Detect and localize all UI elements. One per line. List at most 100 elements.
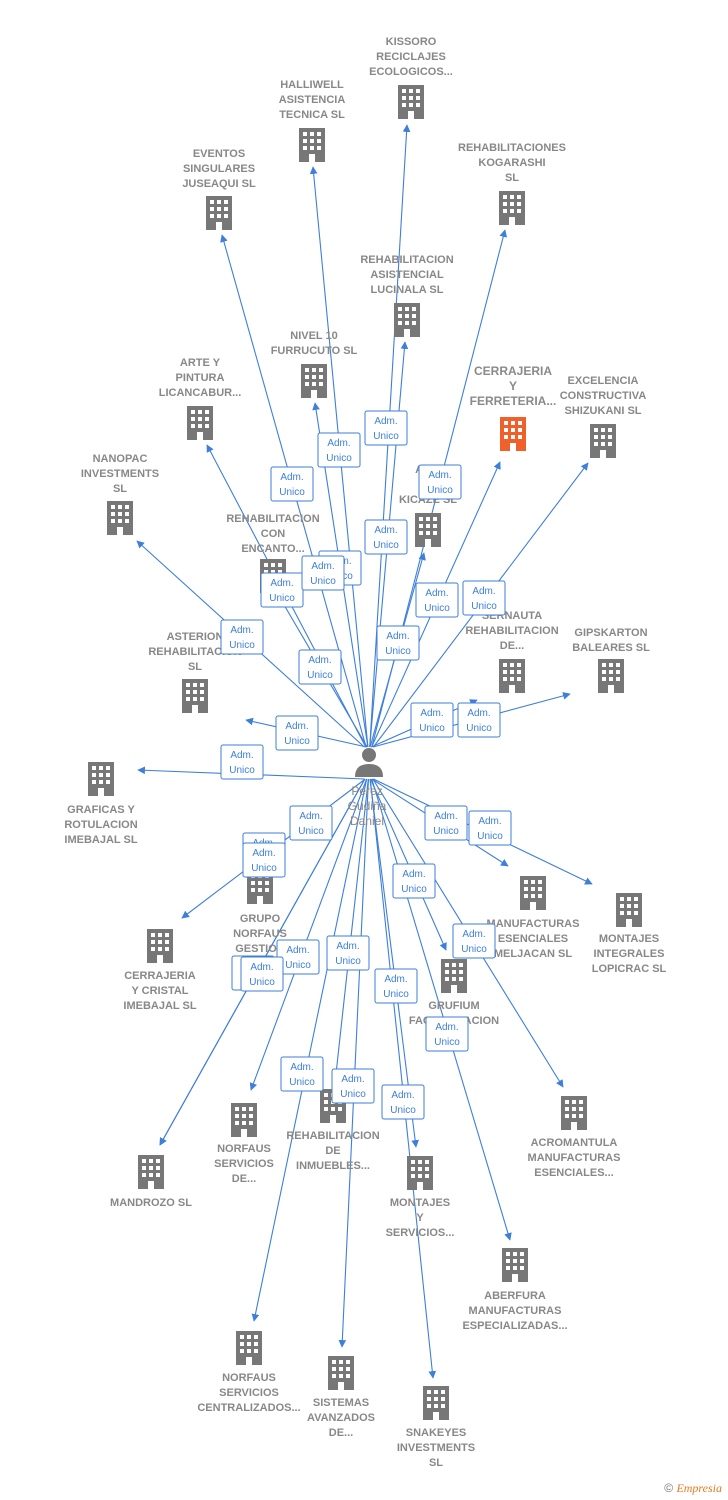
person-name-line: Gudiña <box>348 799 387 813</box>
company-label: SL <box>188 661 202 673</box>
footer: © Empresia <box>664 1481 722 1496</box>
role-box-aberfura[interactable]: Adm.Unico <box>425 1016 469 1052</box>
role-box-graficas[interactable]: Adm.Unico <box>220 744 264 780</box>
company-label: MANUFACTURAS <box>487 918 580 930</box>
company-label: ESENCIALES... <box>534 1167 613 1179</box>
role-box-norfaus-servicios-de[interactable]: Adm.Unico <box>276 939 320 975</box>
company-label: ASISTENCIA <box>279 94 346 106</box>
role-box-montajes-servicios[interactable]: Adm.Unico <box>374 968 418 1004</box>
company-node-norfaus-centralizados[interactable]: NORFAUSSERVICIOSCENTRALIZADOS... <box>197 1331 301 1414</box>
company-node-rehab-encanto[interactable]: REHABILITACIONCONENCANTO... <box>226 513 320 593</box>
company-label: REHABILITACION <box>465 625 558 637</box>
role-label: Adm. <box>290 1062 313 1073</box>
building-icon <box>107 501 133 535</box>
role-label: Unico <box>289 1077 315 1088</box>
role-label: Adm. <box>341 1074 364 1085</box>
company-label: DE <box>325 1145 340 1157</box>
role-box-sistemas[interactable]: Adm.Unico <box>331 1068 375 1104</box>
role-label: Unico <box>310 576 336 587</box>
role-label: Unico <box>466 723 492 734</box>
role-box-excelencia[interactable]: Adm.Unico <box>462 580 506 616</box>
role-box-extra-2[interactable]: Adm.Unico <box>240 956 284 992</box>
role-box-manufacturas-meljacan[interactable]: Adm.Unico <box>424 805 468 841</box>
role-box-eventos[interactable]: Adm.Unico <box>270 466 314 502</box>
company-label: SL <box>113 483 127 495</box>
building-icon <box>187 406 213 440</box>
role-box-arte[interactable]: Adm.Unico <box>260 572 304 608</box>
company-node-sistemas[interactable]: SISTEMASAVANZADOSDE... <box>307 1356 375 1439</box>
company-label: REHABILITACIONES <box>458 142 566 154</box>
company-label: SINGULARES <box>183 163 255 175</box>
person-icon <box>355 748 383 777</box>
company-label: REHABILITACION <box>286 1130 379 1142</box>
role-box-acromantula[interactable]: Adm.Unico <box>452 923 496 959</box>
role-box-mandrozo[interactable]: Adm.Unico <box>242 842 286 878</box>
role-box-sernauta[interactable]: Adm.Unico <box>410 702 454 738</box>
company-node-rehab-inmuebles[interactable]: REHABILITACIONDEINMUEBLES... <box>286 1089 380 1172</box>
company-node-montajes-servicios[interactable]: MONTAJESYSERVICIOS... <box>386 1156 455 1239</box>
company-node-mandrozo[interactable]: MANDROZO SL <box>110 1155 192 1209</box>
role-box-extra-1[interactable]: Adm.Unico <box>301 555 345 591</box>
company-node-norfaus-servicios-de[interactable]: NORFAUSSERVICIOSDE... <box>214 1103 274 1185</box>
role-label: Adm. <box>270 578 293 589</box>
role-box-extra-0[interactable]: Adm.Unico <box>289 805 333 841</box>
company-label: AVANZADOS <box>307 1412 375 1424</box>
role-box-cerrajeria-ferreteria[interactable]: Adm.Unico <box>415 582 459 618</box>
role-box-rehab-kogarashi[interactable]: Adm.Unico <box>418 464 462 500</box>
building-icon <box>206 196 232 230</box>
role-box-montajes-lopicrac[interactable]: Adm.Unico <box>468 810 512 846</box>
role-box-rehab-encanto[interactable]: Adm.Unico <box>298 649 342 685</box>
role-label: Adm. <box>384 974 407 985</box>
role-box-halliwell[interactable]: Adm.Unico <box>317 432 361 468</box>
role-label: Adm. <box>299 811 322 822</box>
company-label: NORFAUS <box>233 928 287 940</box>
role-label: Unico <box>335 956 361 967</box>
brand-logo[interactable]: Empresia <box>676 1481 722 1495</box>
company-label: GRUPO <box>240 913 281 925</box>
role-label: Adm. <box>374 416 397 427</box>
role-label: Unico <box>279 487 305 498</box>
role-label: Adm. <box>230 625 253 636</box>
role-box-kissoro[interactable]: Adm.Unico <box>364 410 408 446</box>
role-box-snakeyes[interactable]: Adm.Unico <box>381 1084 425 1120</box>
role-box-nanopac[interactable]: Adm.Unico <box>220 619 264 655</box>
company-label: CENTRALIZADOS... <box>197 1402 300 1414</box>
role-box-grufium[interactable]: Adm.Unico <box>392 863 436 899</box>
role-box-gipskarton[interactable]: Adm.Unico <box>457 702 501 738</box>
company-node-kissoro[interactable]: KISSORORECICLAJESECOLOGICOS... <box>369 36 453 119</box>
company-node-sernauta[interactable]: SERNAUTAREHABILITACIONDE... <box>465 610 559 693</box>
company-node-arte[interactable]: ARTE YPINTURALICANCABUR... <box>159 357 242 440</box>
role-box-norfaus-centralizados[interactable]: Adm. Unico <box>280 1056 324 1092</box>
company-label: IMEBAJAL SL <box>123 1000 196 1012</box>
role-label: Unico <box>434 1037 460 1048</box>
role-label: Adm. <box>420 708 443 719</box>
building-icon <box>398 85 424 119</box>
company-label: ECOLOGICOS... <box>369 66 453 78</box>
company-node-aberfura[interactable]: ABERFURAMANUFACTURASESPECIALIZADAS... <box>462 1248 568 1332</box>
company-label: GRUFIUM <box>428 1000 479 1012</box>
company-label: CERRAJERIA <box>124 970 196 982</box>
role-box-asterion[interactable]: Adm.Unico <box>275 715 319 751</box>
role-box-rehab-inmuebles[interactable]: Adm.Unico <box>326 935 370 971</box>
building-icon <box>598 659 624 693</box>
company-node-cerrajeria-ferreteria[interactable]: CERRAJERIAYFERRETERIA... <box>470 364 557 451</box>
role-box-asistencia-kicaze[interactable]: Adm.Unico <box>376 625 420 661</box>
company-node-acromantula[interactable]: ACROMANTULAMANUFACTURASESENCIALES... <box>528 1096 621 1179</box>
role-box-rehab-lucinala[interactable]: Adm.Unico <box>364 519 408 555</box>
